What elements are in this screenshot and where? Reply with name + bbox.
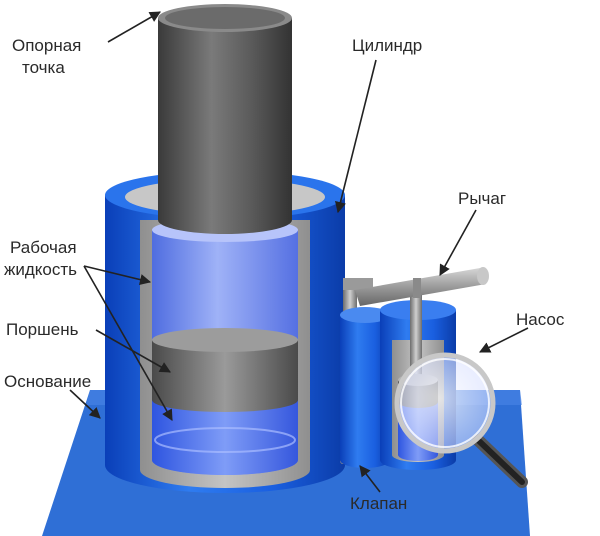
label-lever: Рычаг bbox=[458, 189, 507, 208]
label-working-fluid-1: Рабочая bbox=[10, 238, 77, 257]
label-pump: Насос bbox=[516, 310, 565, 329]
reservoir bbox=[340, 307, 390, 468]
label-working-fluid-2: жидкость bbox=[4, 260, 78, 279]
label-support-point-2: точка bbox=[22, 58, 65, 77]
label-cylinder: Цилиндр bbox=[352, 36, 423, 55]
piston bbox=[152, 328, 298, 412]
ram-rod bbox=[158, 4, 292, 234]
label-support-point-1: Опорная bbox=[12, 36, 82, 55]
label-piston: Поршень bbox=[6, 320, 79, 339]
label-valve: Клапан bbox=[350, 494, 408, 513]
leader-lines bbox=[69, 11, 529, 493]
lever bbox=[355, 267, 489, 306]
magnifier-icon bbox=[394, 352, 528, 488]
label-base: Основание bbox=[4, 372, 92, 391]
